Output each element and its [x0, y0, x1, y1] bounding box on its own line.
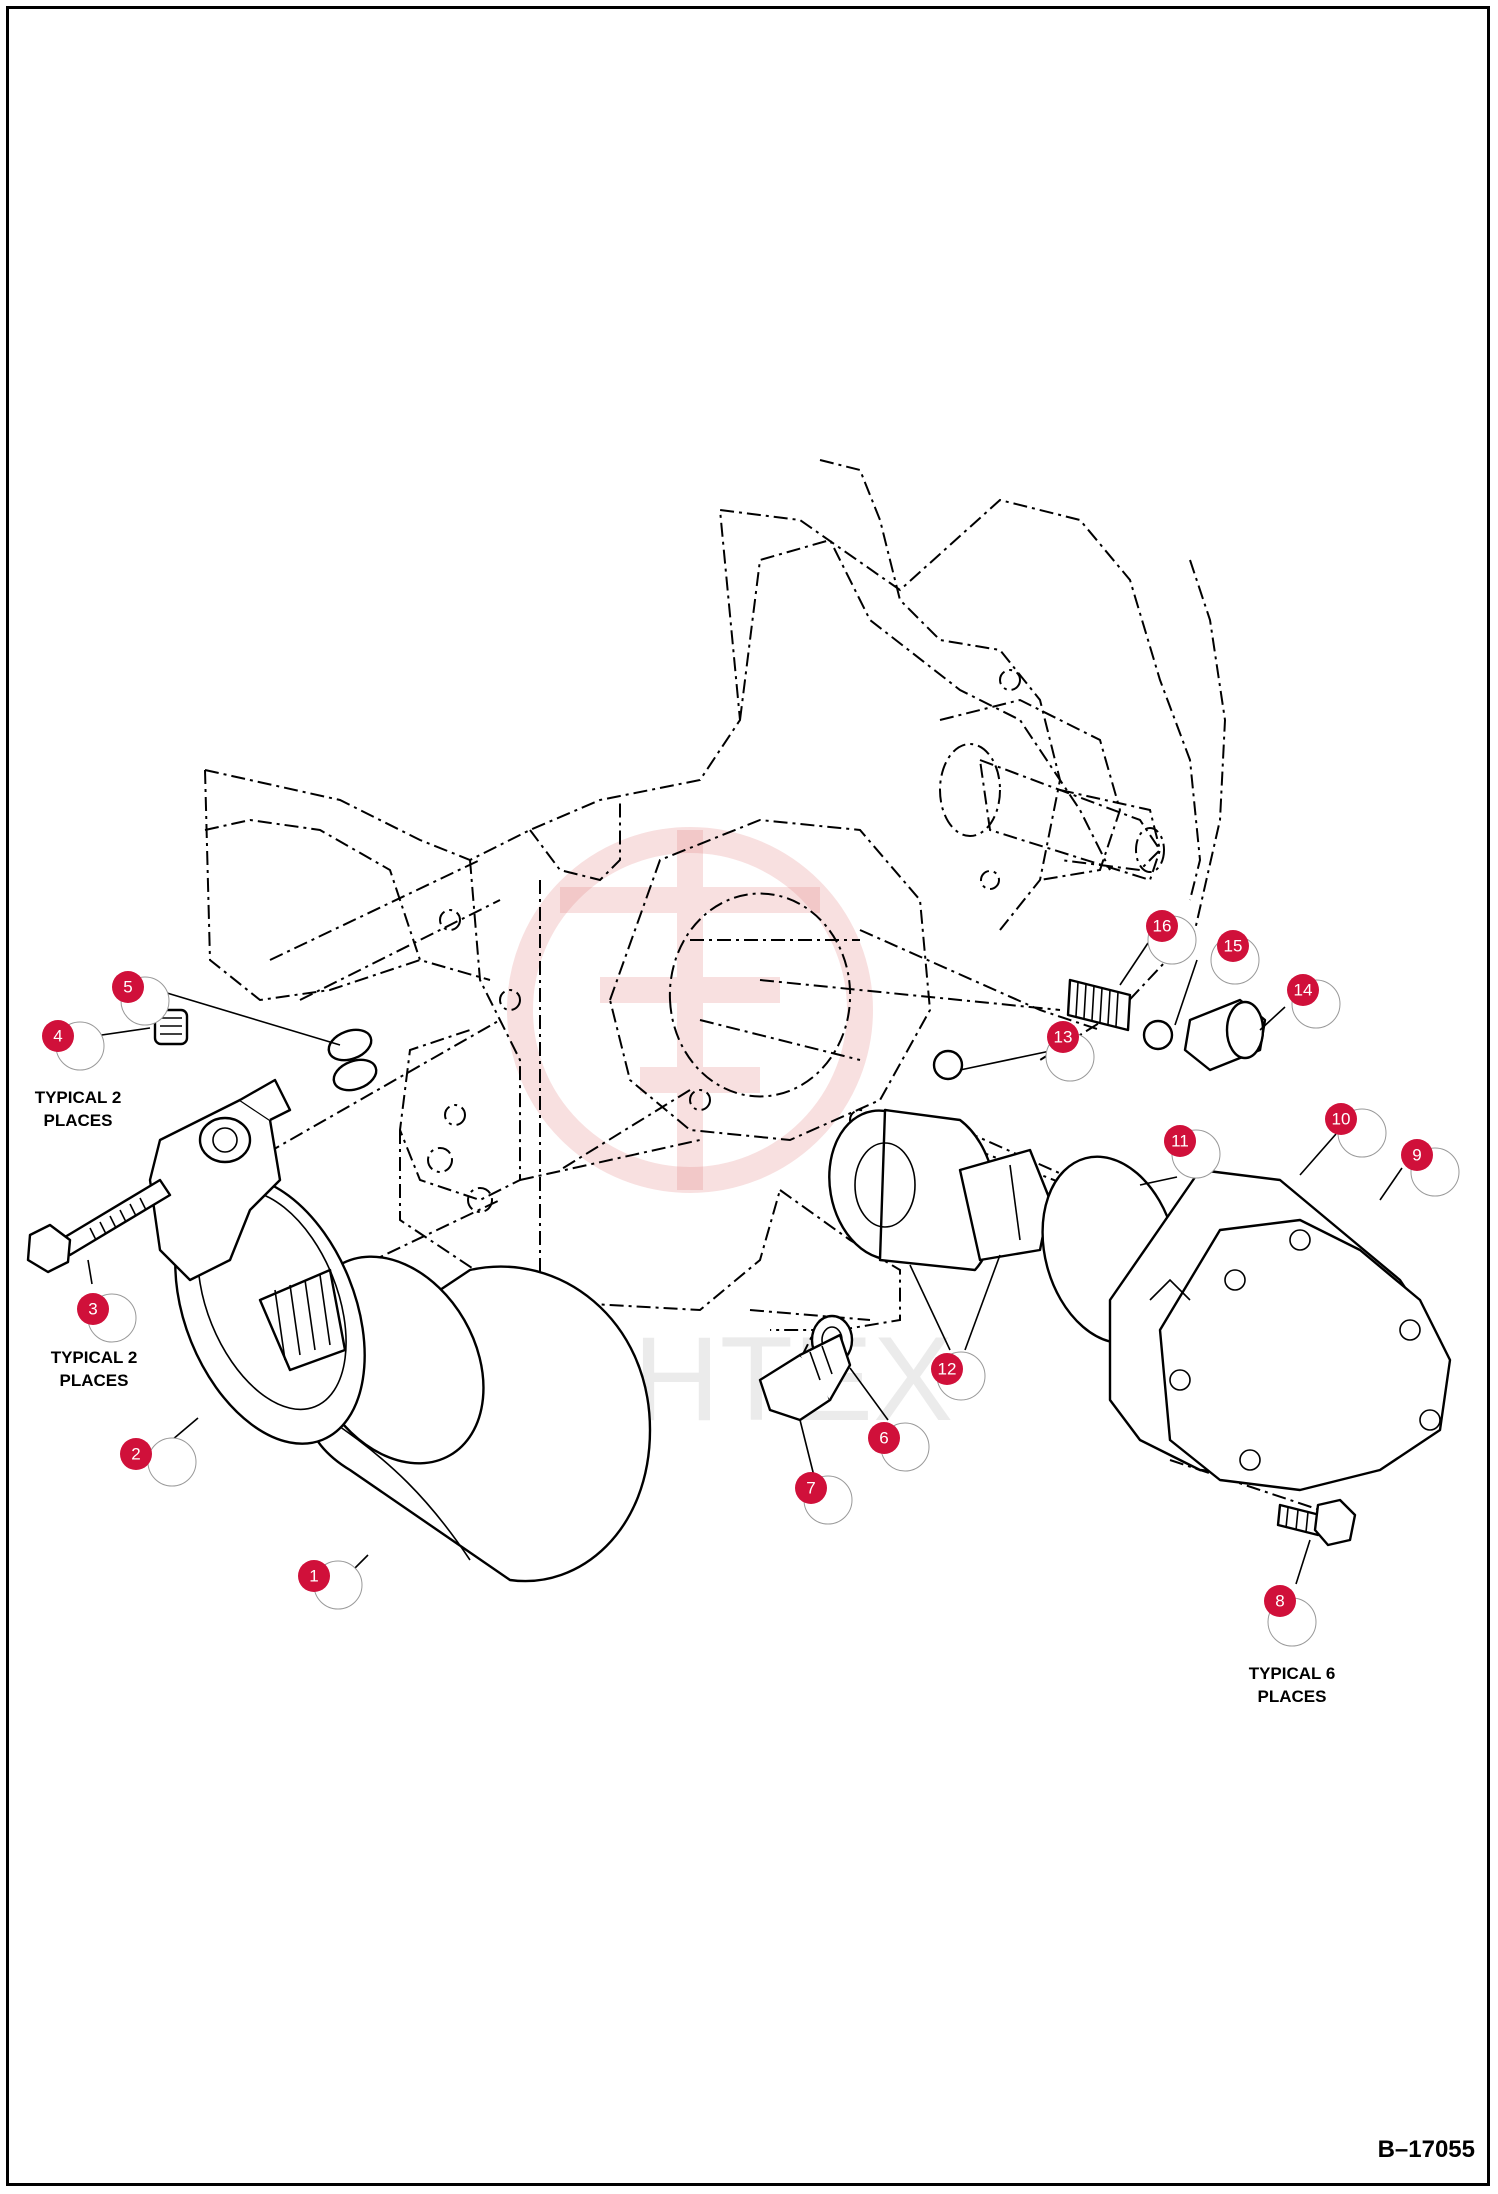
callout-5: 5 [112, 971, 170, 1026]
callout-16-number: 16 [1153, 917, 1172, 936]
callout-4-number: 4 [53, 1027, 62, 1046]
o-rings-pair [327, 1028, 378, 1092]
pump-cover [1149, 1218, 1452, 1492]
callout-6-number: 6 [879, 1429, 888, 1448]
cover-bolt [1276, 1498, 1357, 1547]
note-typical-2-places-lower-line2: PLACES [60, 1371, 129, 1390]
callout-2-number: 2 [131, 1445, 140, 1464]
note-typical-2-places-upper-line1: TYPICAL 2 [35, 1088, 122, 1107]
callout-8-number: 8 [1275, 1592, 1284, 1611]
note-typical-6-places-line2: PLACES [1258, 1687, 1327, 1706]
filter-head [148, 1078, 292, 1282]
callout-9: 9 [1401, 1139, 1460, 1197]
plug [153, 1008, 189, 1046]
bolt-long [26, 1178, 172, 1274]
callout-11-number: 11 [1171, 1132, 1189, 1151]
callout-15-number: 15 [1224, 937, 1243, 956]
callout-10: 10 [1325, 1103, 1387, 1158]
callout-6: 6 [868, 1422, 930, 1472]
note-typical-2-places-lower-line1: TYPICAL 2 [51, 1348, 138, 1367]
callout-11: 11 [1164, 1125, 1221, 1179]
drawing-number: B–17055 [1378, 2136, 1475, 2163]
callout-7-number: 7 [806, 1479, 815, 1498]
callout-10-number: 10 [1332, 1110, 1351, 1129]
callout-3: 3 [77, 1293, 137, 1343]
callout-3-number: 3 [88, 1300, 97, 1319]
callout-14-number: 14 [1294, 981, 1313, 1000]
callout-4: 4 [42, 1020, 105, 1071]
callout-9-number: 9 [1412, 1146, 1421, 1165]
relief-valve-parts [932, 978, 1267, 1081]
leader-lines [87, 942, 1403, 1586]
note-typical-6-places-line1: TYPICAL 6 [1249, 1664, 1336, 1683]
callout-5-number: 5 [123, 978, 132, 997]
callout-12-number: 12 [938, 1360, 957, 1379]
drain-plug [758, 1333, 852, 1422]
rotor-set [828, 1108, 1052, 1272]
callout-16: 16 [1146, 910, 1197, 965]
callout-2: 2 [120, 1437, 197, 1487]
crankshaft-stub [939, 743, 1165, 882]
callout-15: 15 [1210, 930, 1260, 985]
callout-8: 8 [1264, 1585, 1317, 1647]
callout-1-number: 1 [309, 1567, 318, 1586]
callout-14: 14 [1287, 974, 1341, 1029]
callout-13: 13 [1045, 1021, 1095, 1082]
callout-12: 12 [931, 1351, 986, 1401]
callout-7: 7 [795, 1472, 853, 1525]
callout-13-number: 13 [1054, 1028, 1073, 1047]
note-typical-2-places-upper-line2: PLACES [44, 1111, 113, 1130]
callout-1: 1 [298, 1560, 363, 1610]
explode-lines [219, 859, 1321, 1511]
watermark-logo [507, 827, 873, 1193]
drawing-frame [6, 6, 1490, 2186]
